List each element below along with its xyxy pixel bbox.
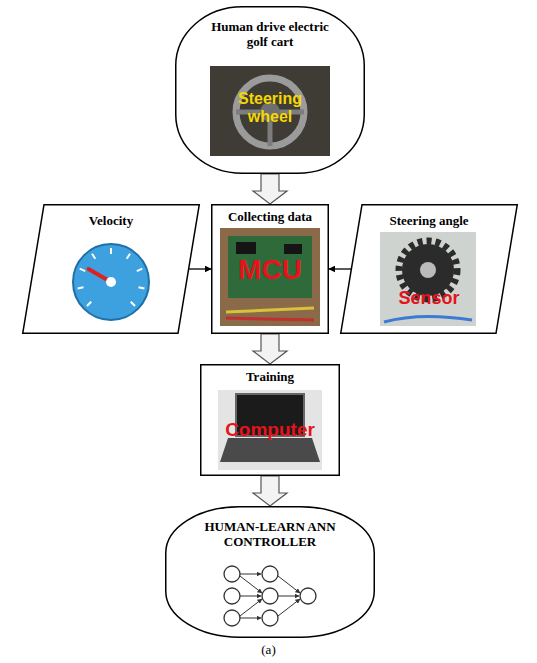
neuron xyxy=(262,566,278,582)
input-parallelogram: Velocity xyxy=(22,204,200,334)
parallelogram-outline xyxy=(23,205,200,334)
wire xyxy=(226,318,314,320)
parallelogram-outline xyxy=(341,205,518,334)
block-arrow xyxy=(253,174,287,204)
net-link xyxy=(240,599,262,616)
mcu-photo xyxy=(220,228,320,326)
neuron xyxy=(224,566,240,582)
node-title: Training xyxy=(210,370,330,385)
laptop-base xyxy=(220,438,320,462)
box-outline xyxy=(201,365,340,476)
tick xyxy=(127,254,130,259)
tick xyxy=(139,287,145,288)
neuron xyxy=(262,610,278,626)
node-title: Collecting data xyxy=(217,210,323,225)
net-link xyxy=(240,574,261,575)
caption: (a) xyxy=(0,643,537,658)
node-title: Steering angle xyxy=(369,214,489,229)
terminal-oval: Human drive electric golf cartSteering w… xyxy=(175,6,365,174)
node-title: HUMAN-LEARN ANN CONTROLLER xyxy=(200,520,340,550)
wheel-photo xyxy=(210,66,330,156)
arrow-line xyxy=(329,268,351,269)
node-title: Velocity xyxy=(51,214,171,229)
photo-label: Steering wheel xyxy=(220,90,320,127)
oval-outline xyxy=(166,507,375,638)
speedometer xyxy=(73,244,149,320)
photo-label: MCU xyxy=(220,254,320,286)
sensor-photo xyxy=(380,232,476,326)
net-link xyxy=(240,618,261,619)
neuron xyxy=(224,588,240,604)
input-parallelogram: Steering angleSensor xyxy=(340,204,518,334)
arrow-line xyxy=(189,268,211,269)
tick xyxy=(137,269,143,271)
box-outline xyxy=(212,205,329,334)
neuron xyxy=(300,588,316,604)
photo-label: Computer xyxy=(218,419,322,441)
node-title: Human drive electric golf cart xyxy=(211,20,329,50)
chip xyxy=(236,242,256,254)
net-link xyxy=(278,576,300,593)
wire xyxy=(226,308,314,312)
tick xyxy=(110,248,112,254)
oval-outline xyxy=(176,7,365,174)
tick xyxy=(78,287,84,288)
gear-hole xyxy=(420,262,436,278)
tick xyxy=(87,302,91,306)
sensor-wire xyxy=(384,316,472,322)
net-neurons xyxy=(224,566,316,626)
block-arrow xyxy=(253,334,287,364)
neuron xyxy=(262,588,278,604)
block-arrow xyxy=(253,476,287,506)
neuron xyxy=(224,610,240,626)
photo-label: Sensor xyxy=(383,288,475,309)
process-box: TrainingComputer xyxy=(200,364,340,476)
laptop-photo xyxy=(218,390,322,470)
speedometer-ticks xyxy=(78,248,145,306)
chip xyxy=(284,244,302,254)
tick xyxy=(92,254,95,259)
net-link xyxy=(278,596,299,597)
tick xyxy=(80,269,86,271)
net-link xyxy=(240,596,261,597)
net-link xyxy=(278,599,300,616)
process-box: Collecting dataMCU xyxy=(211,204,329,334)
needle-pivot xyxy=(106,277,116,287)
net-link xyxy=(240,576,262,593)
tick xyxy=(131,302,135,306)
terminal-oval: HUMAN-LEARN ANN CONTROLLER xyxy=(165,506,375,638)
